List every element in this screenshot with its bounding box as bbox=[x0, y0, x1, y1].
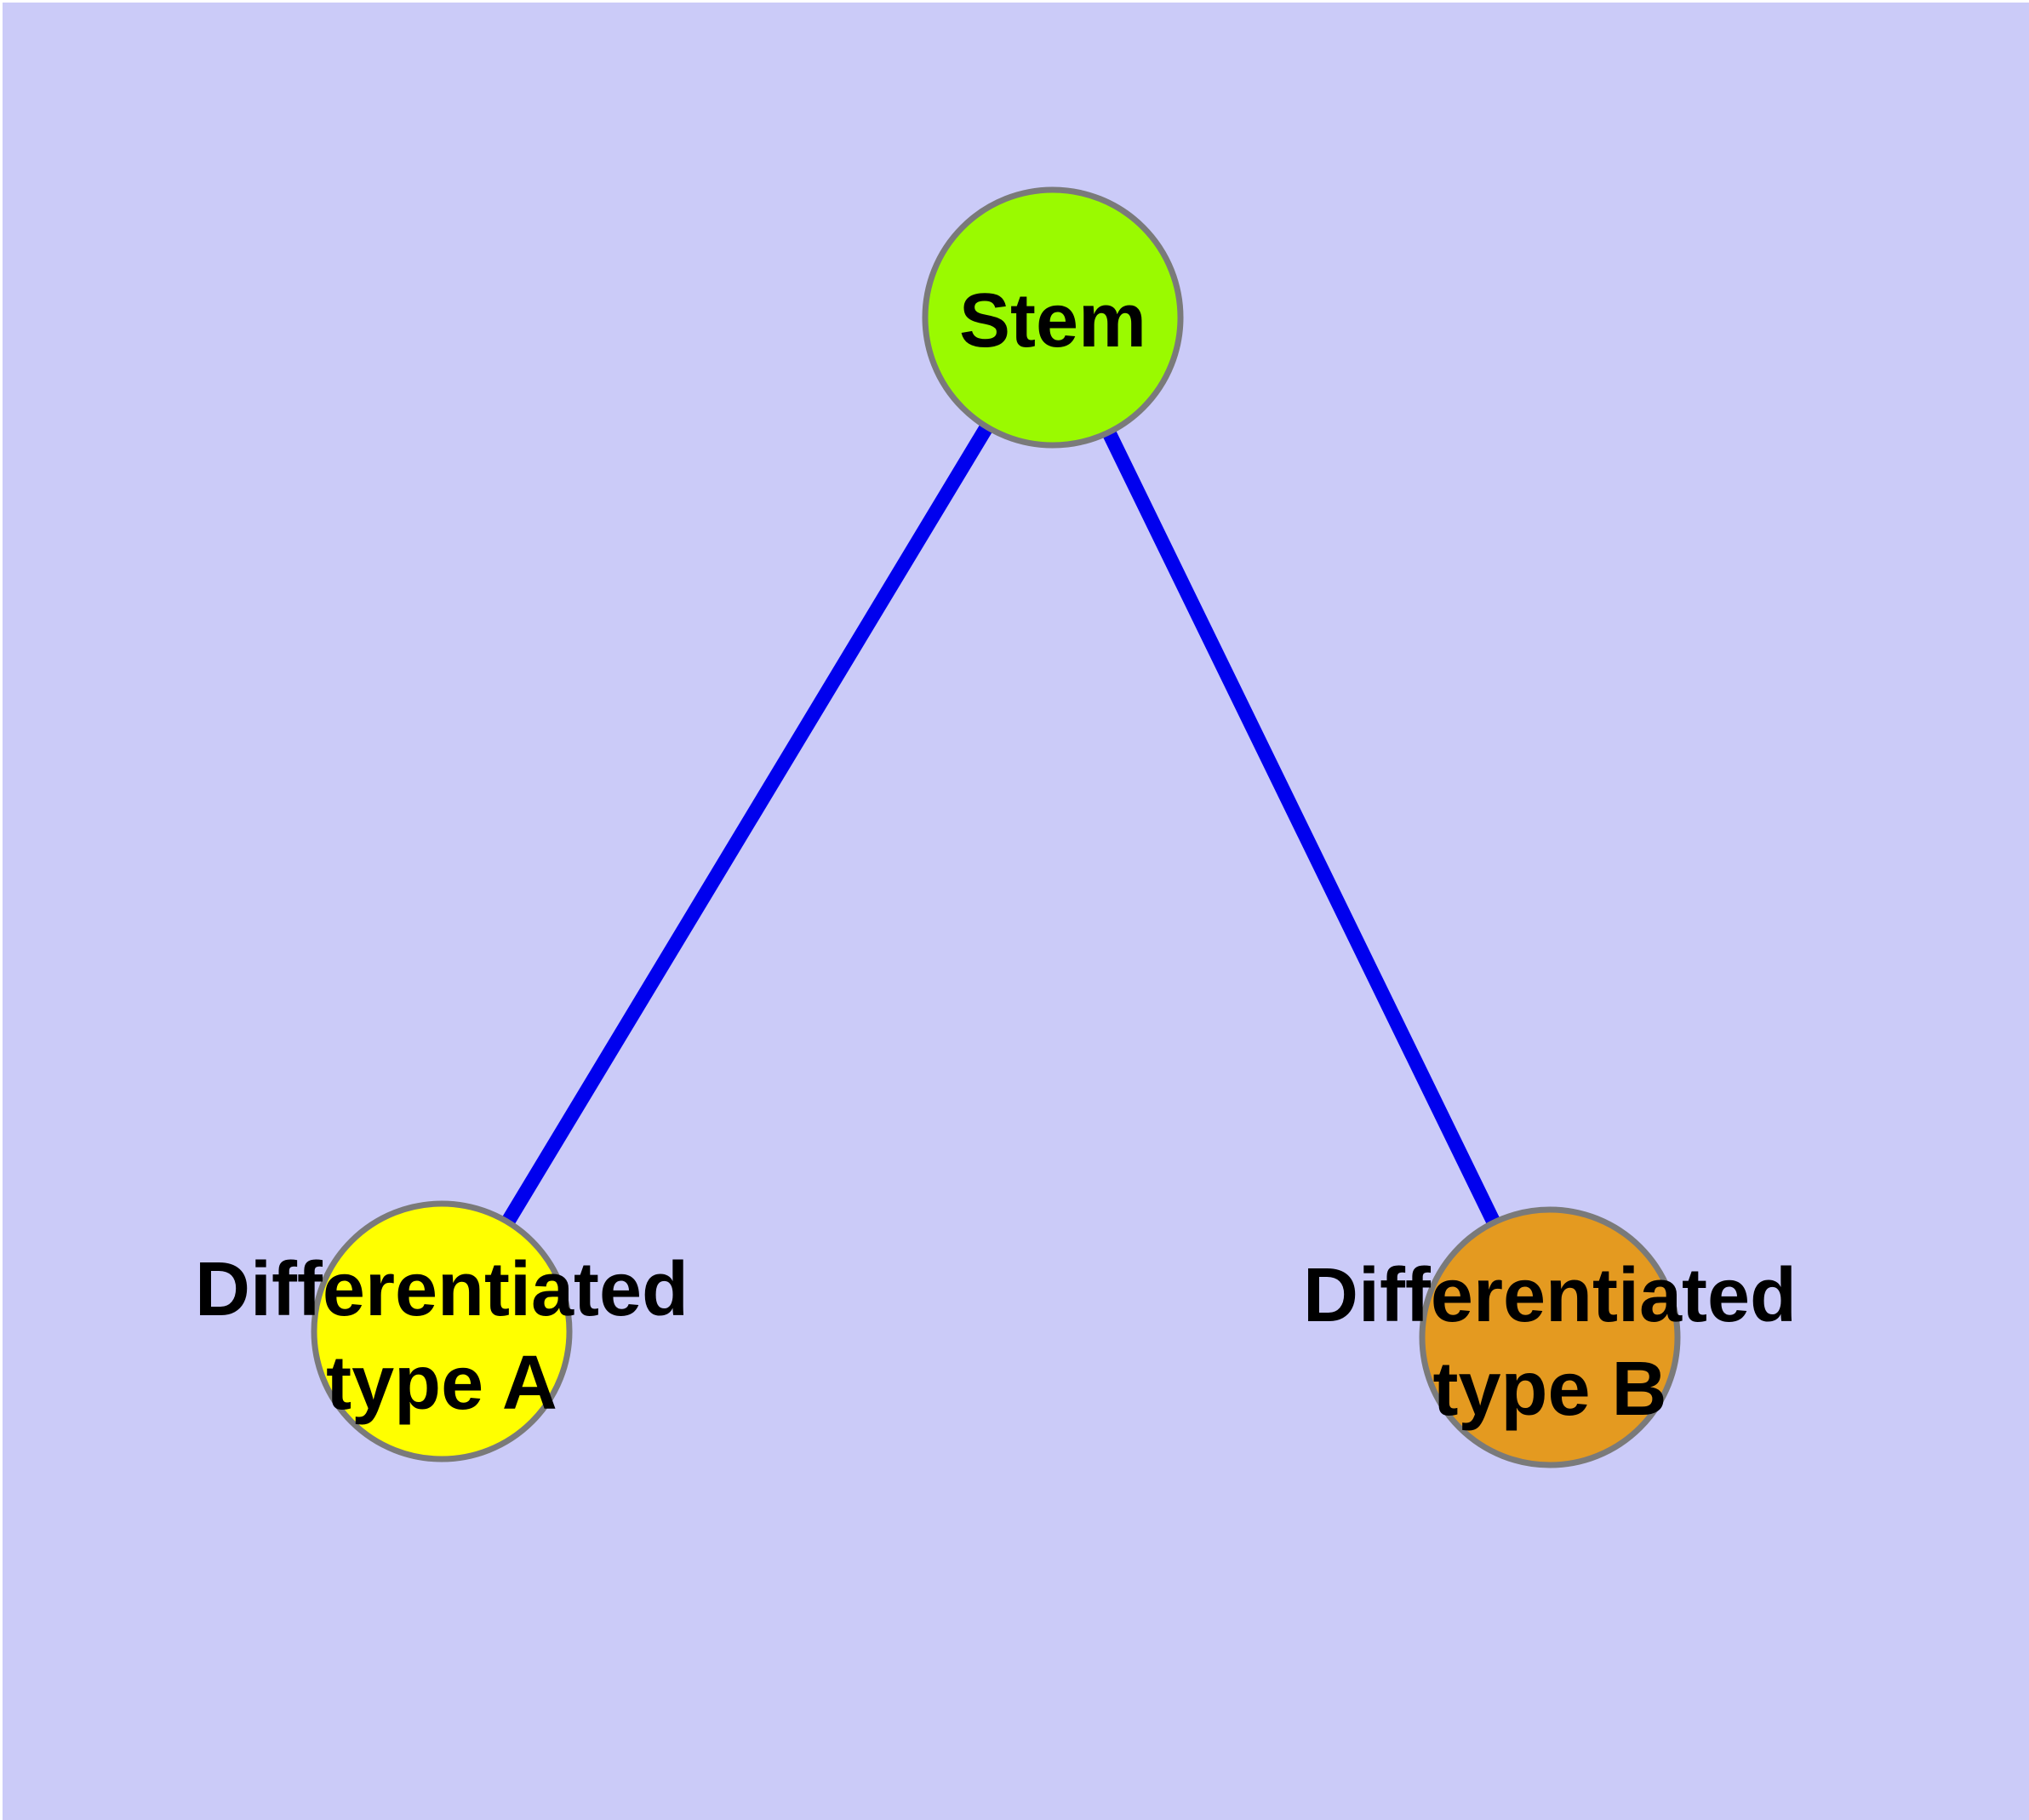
node-differentiated-type-a bbox=[311, 1200, 573, 1462]
node-stem-label: Stem bbox=[959, 278, 1146, 363]
label-group: Stem Differentiated type A Differentiate… bbox=[195, 278, 1797, 1432]
node-stem bbox=[922, 186, 1184, 449]
node-type-b-label-line1: Differentiated bbox=[1303, 1253, 1797, 1338]
edge-group bbox=[435, 313, 1557, 1341]
edge-stem-to-type-b bbox=[1046, 314, 1557, 1341]
node-type-a-label-line1: Differentiated bbox=[195, 1247, 689, 1332]
node-group bbox=[311, 186, 1681, 1468]
node-type-b-label-line2: type B bbox=[1432, 1347, 1666, 1432]
node-type-a-label-line2: type A bbox=[326, 1341, 557, 1426]
edge-stem-to-type-a bbox=[435, 313, 1060, 1336]
node-differentiated-type-b bbox=[1419, 1206, 1681, 1468]
